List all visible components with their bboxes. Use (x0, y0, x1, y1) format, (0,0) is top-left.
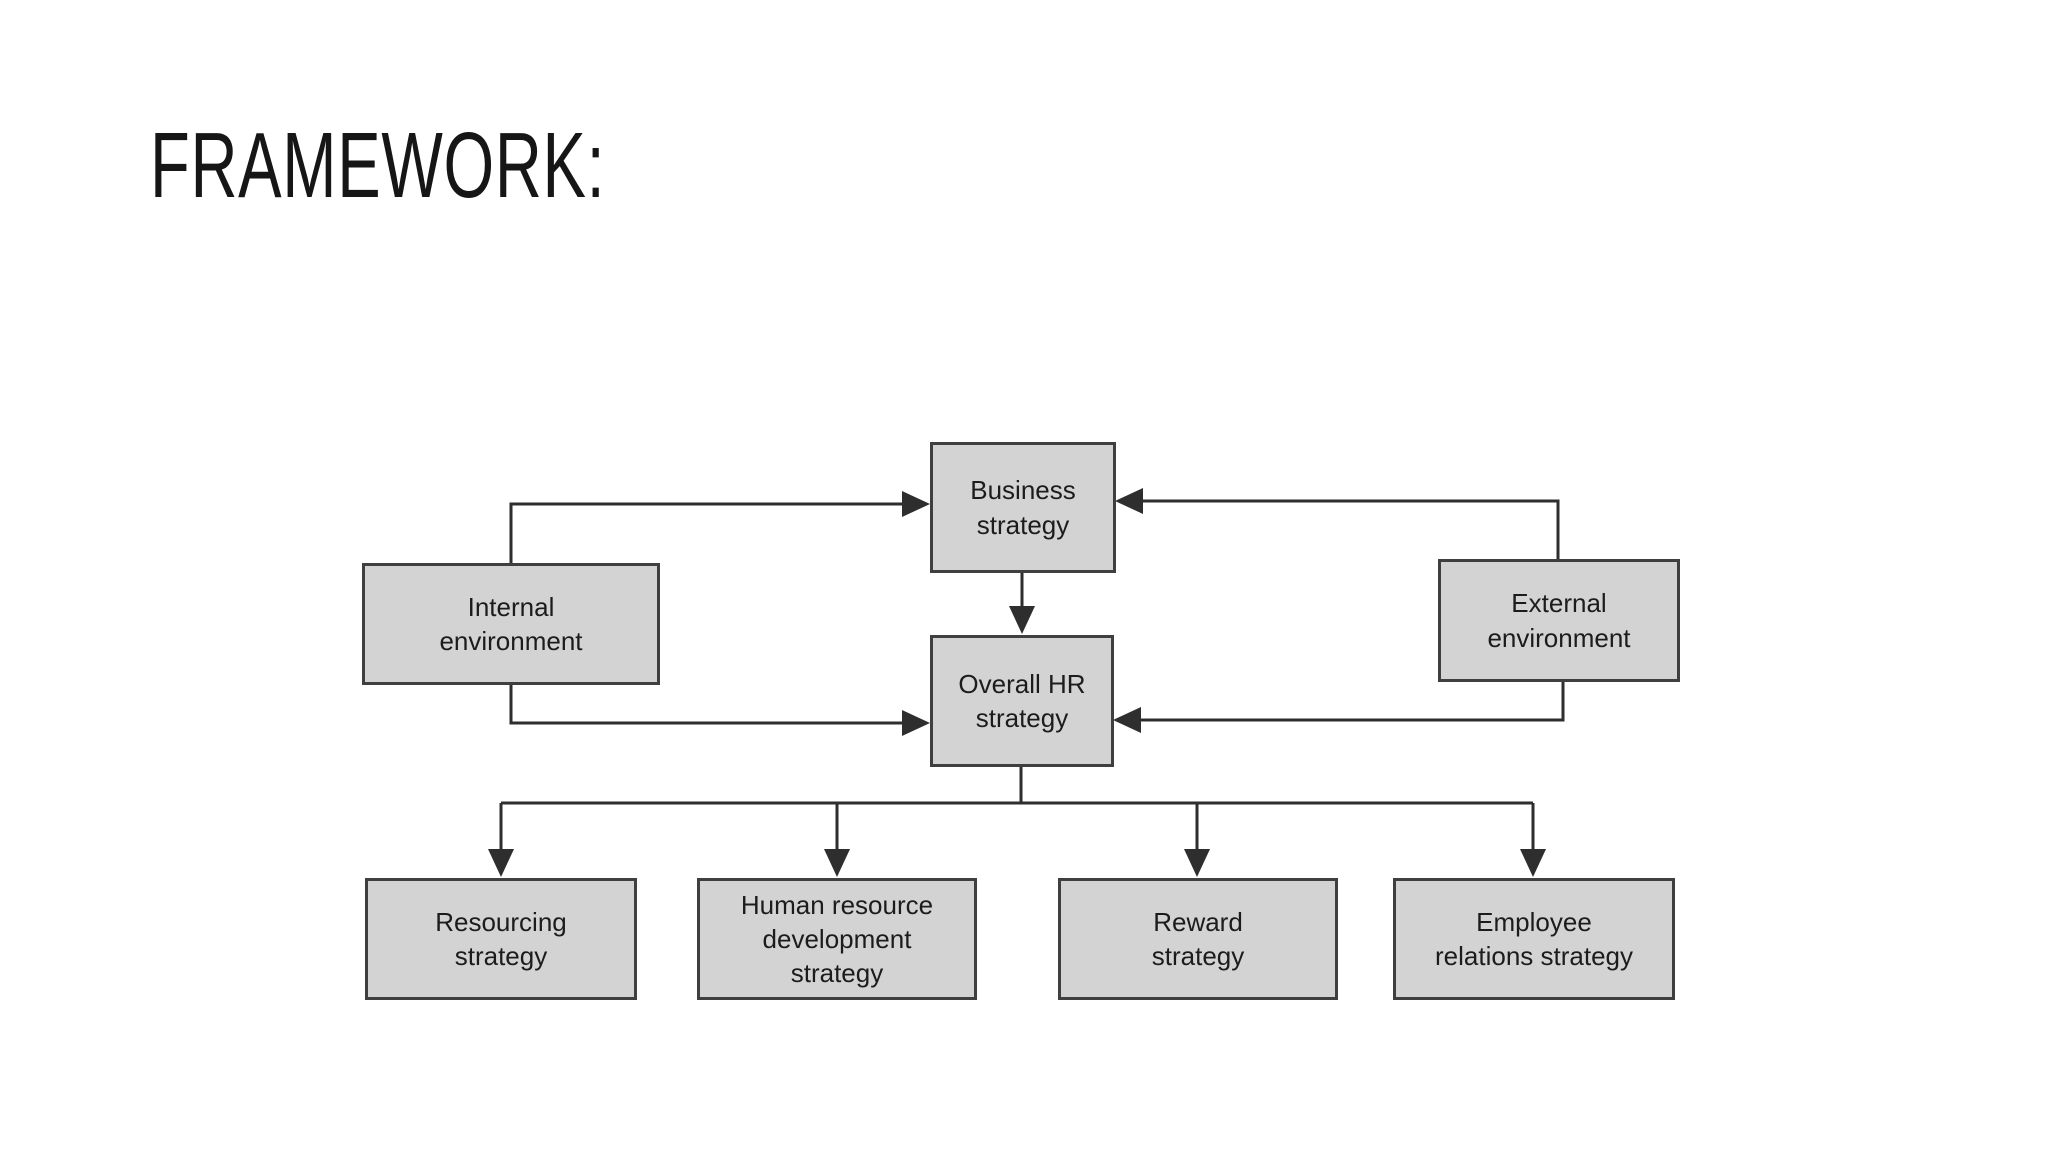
arrowhead-icon (1520, 849, 1546, 877)
edge-internal-to-business (509, 502, 902, 563)
arrowhead-icon (824, 849, 850, 877)
arrowhead-icon (1115, 488, 1143, 514)
edge-internal-to-hr (509, 685, 902, 725)
arrowhead-icon (488, 849, 514, 877)
arrowhead-icon (902, 710, 930, 736)
node-reward-strategy: Reward strategy (1058, 878, 1338, 1000)
node-resourcing-strategy: Resourcing strategy (365, 878, 637, 1000)
page-title: FRAMEWORK: (150, 113, 606, 217)
node-overall-hr-strategy: Overall HR strategy (930, 635, 1114, 767)
node-internal-environment: Internal environment (362, 563, 660, 685)
edge-external-to-business (1143, 499, 1560, 559)
node-hr-development-strategy: Human resource development strategy (697, 878, 977, 1000)
arrowhead-icon (1113, 707, 1141, 733)
arrowhead-icon (902, 491, 930, 517)
arrowhead-icon (1009, 606, 1035, 634)
node-external-environment: External environment (1438, 559, 1680, 682)
arrowhead-icon (1184, 849, 1210, 877)
node-employee-relations-strategy: Employee relations strategy (1393, 878, 1675, 1000)
edge-external-to-hr (1141, 682, 1565, 722)
node-business-strategy: Business strategy (930, 442, 1116, 573)
